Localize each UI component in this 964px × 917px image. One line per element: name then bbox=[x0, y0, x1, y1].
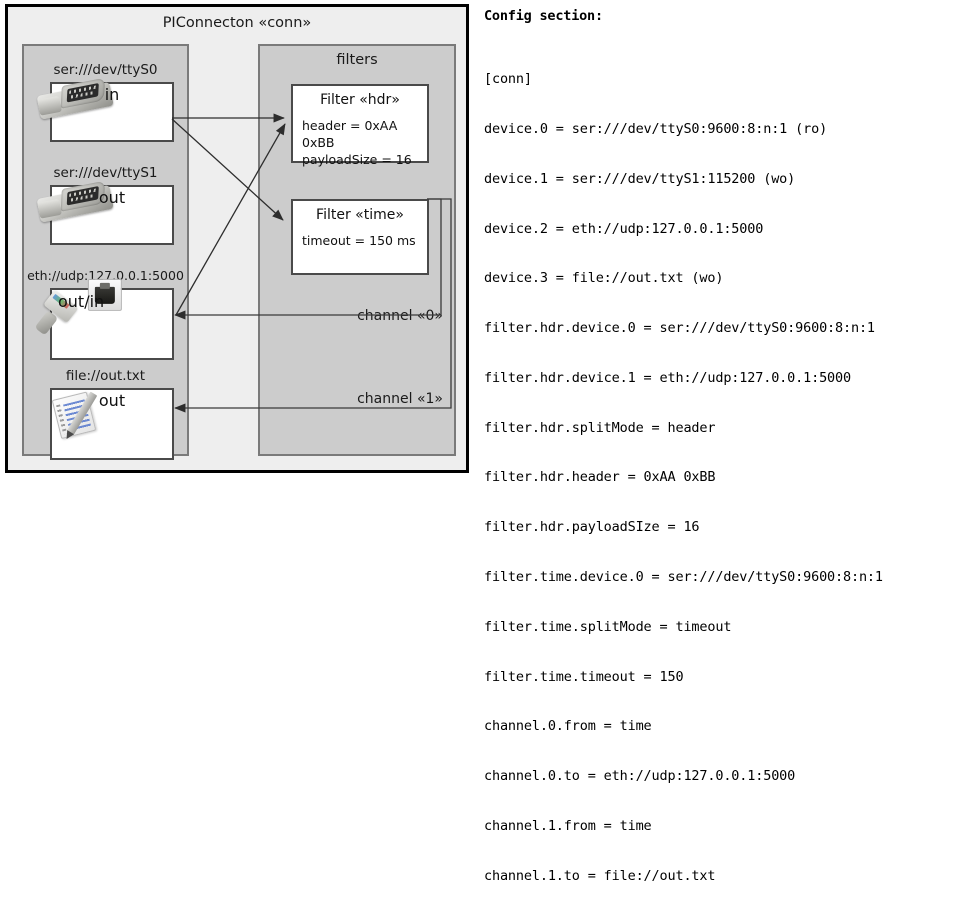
config-panel: Config section: [conn] device.0 = ser://… bbox=[484, 8, 960, 917]
filter-hdr-prop-header: header = 0xAA 0xBB bbox=[302, 118, 398, 150]
channel-1-label: channel «1» bbox=[357, 391, 443, 407]
device-io-ttyS0: in bbox=[104, 85, 120, 104]
config-line: device.0 = ser:///dev/ttyS0:9600:8:n:1 (… bbox=[484, 120, 828, 137]
filter-time-props: timeout = 150 ms bbox=[302, 232, 416, 249]
filter-hdr-props: header = 0xAA 0xBB payloadSize = 16 bbox=[302, 117, 427, 168]
config-line: channel.0.from = time bbox=[484, 718, 652, 735]
device-label-ttyS0: ser:///dev/ttyS0 bbox=[53, 62, 158, 78]
device-io-eth: out/in bbox=[58, 292, 105, 311]
config-line: device.1 = ser:///dev/ttyS1:115200 (wo) bbox=[484, 170, 796, 187]
notepad-pencil-icon bbox=[51, 391, 141, 456]
config-lines: [conn] device.0 = ser:///dev/ttyS0:9600:… bbox=[484, 38, 960, 917]
config-line: filter.time.splitMode = timeout bbox=[484, 618, 732, 635]
device-io-file: out bbox=[98, 391, 126, 410]
config-heading: Config section: bbox=[484, 8, 603, 24]
config-line: channel.1.to = file://out.txt bbox=[484, 867, 716, 884]
config-line: filter.time.timeout = 150 bbox=[484, 668, 684, 685]
config-line: channel.0.to = eth://udp:127.0.0.1:5000 bbox=[484, 768, 796, 785]
ethernet-rj45-icon bbox=[34, 278, 162, 359]
channel-0-label: channel «0» bbox=[357, 308, 443, 324]
device-label-eth: eth://udp:127.0.0.1:5000 bbox=[27, 268, 184, 283]
device-box-ttyS0[interactable]: in bbox=[36, 77, 174, 142]
device-io-ttyS1: out bbox=[98, 188, 126, 207]
device-box-eth[interactable]: out/in bbox=[34, 278, 174, 360]
filters-panel: filters Filter «hdr» header = 0xAA 0xBB … bbox=[258, 44, 456, 456]
device-label-file: file://out.txt bbox=[65, 368, 146, 384]
config-line: channel.1.from = time bbox=[484, 817, 652, 834]
config-line: filter.hdr.payloadSIze = 16 bbox=[484, 519, 700, 536]
config-line: filter.hdr.device.0 = ser:///dev/ttyS0:9… bbox=[484, 320, 875, 337]
config-line: filter.hdr.header = 0xAA 0xBB bbox=[484, 469, 716, 486]
device-label-ttyS1: ser:///dev/ttyS1 bbox=[53, 165, 158, 181]
filter-hdr-title: Filter «hdr» bbox=[320, 92, 400, 108]
filter-hdr-prop-payloadsize: payloadSize = 16 bbox=[302, 152, 412, 167]
filter-box-time[interactable]: Filter «time» timeout = 150 ms bbox=[291, 199, 429, 275]
config-line: filter.hdr.splitMode = header bbox=[484, 419, 716, 436]
config-line: [conn] bbox=[484, 71, 532, 88]
config-line: filter.time.device.0 = ser:///dev/ttyS0:… bbox=[484, 569, 883, 585]
filter-time-prop-timeout: timeout = 150 ms bbox=[302, 233, 416, 248]
device-box-ttyS1[interactable]: out bbox=[36, 180, 174, 245]
devices-panel: ser:///dev/ttyS0 in ser:///dev/ttyS1 out bbox=[22, 44, 189, 460]
device-box-file[interactable]: out bbox=[50, 388, 174, 460]
config-line: filter.hdr.device.1 = eth://udp:127.0.0.… bbox=[484, 369, 851, 386]
filters-panel-title: filters bbox=[336, 52, 378, 68]
config-line: device.2 = eth://udp:127.0.0.1:5000 bbox=[484, 220, 764, 237]
filter-time-title: Filter «time» bbox=[316, 207, 404, 223]
config-line: device.3 = file://out.txt (wo) bbox=[484, 270, 724, 287]
diagram-title: PIConnecton «conn» bbox=[162, 15, 312, 31]
piconnecton-container: PIConnecton «conn» ser:///dev/ttyS0 in s… bbox=[5, 4, 469, 473]
filter-box-hdr[interactable]: Filter «hdr» header = 0xAA 0xBB payloadS… bbox=[291, 84, 429, 167]
